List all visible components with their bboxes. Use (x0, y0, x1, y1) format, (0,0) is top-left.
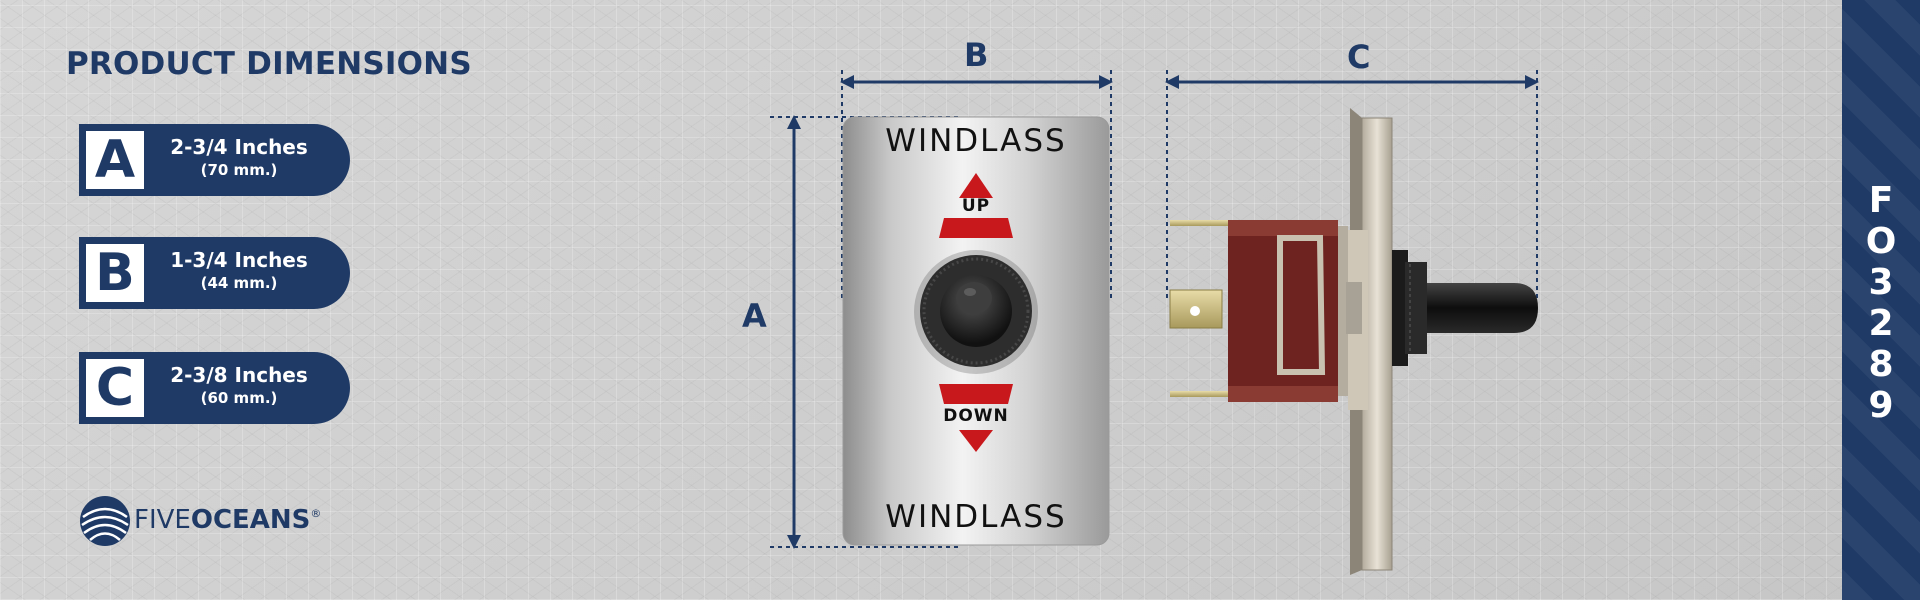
dimension-b-letter: B (83, 241, 147, 305)
dimension-c-letter: C (83, 356, 147, 420)
product-code-char: 9 (1868, 385, 1894, 426)
label-b: B (964, 36, 989, 74)
toggle-knob (914, 250, 1038, 374)
up-arrow-icon (959, 173, 993, 198)
dimension-b-badge: B 1-3/4 Inches (44 mm.) (79, 237, 350, 309)
product-code-char: O (1865, 221, 1897, 262)
dimension-c-line (1165, 70, 1539, 300)
dimension-a-badge: A 2-3/4 Inches (70 mm.) (79, 124, 350, 196)
brand-name: FIVEOCEANS® (134, 505, 321, 535)
dimension-a-mm: (70 mm.) (200, 161, 278, 179)
brand-registered-mark: ® (310, 507, 322, 520)
dimension-c-mm: (60 mm.) (200, 389, 278, 407)
down-bar-icon (939, 384, 1013, 404)
up-bar-icon (939, 218, 1013, 238)
dimension-c-badge: C 2-3/8 Inches (60 mm.) (79, 352, 350, 424)
down-arrow-icon (959, 430, 993, 452)
brand-name-part1: FIVE (134, 505, 191, 535)
plate-up-text: UP (961, 196, 991, 216)
product-diagram (770, 70, 1539, 575)
product-code-char: 2 (1868, 303, 1894, 344)
plate-down-text: DOWN (943, 406, 1009, 426)
brand-name-part2: OCEANS (190, 505, 311, 535)
dimension-b-mm: (44 mm.) (200, 274, 278, 292)
label-a: A (742, 297, 767, 335)
product-code-char: F (1868, 180, 1894, 221)
dimension-b-line (840, 70, 1113, 300)
page-title: PRODUCT DIMENSIONS (66, 46, 472, 82)
product-code-panel: F O 3 2 8 9 (1842, 0, 1920, 600)
label-c: C (1347, 38, 1371, 76)
dimension-a-letter: A (83, 128, 147, 192)
plate-bottom-text: WINDLASS (885, 499, 1067, 535)
dimension-a-inches: 2-3/4 Inches (170, 135, 308, 159)
switch-side-view (1169, 108, 1538, 575)
waves-globe-icon (80, 496, 130, 546)
plate-top-text: WINDLASS (885, 123, 1067, 159)
dimension-c-inches: 2-3/8 Inches (170, 363, 308, 387)
product-code: F O 3 2 8 9 (1842, 180, 1920, 426)
switch-plate-front (842, 116, 1110, 546)
product-code-char: 8 (1868, 344, 1894, 385)
dimension-a-line (770, 115, 960, 549)
dimension-b-inches: 1-3/4 Inches (170, 248, 308, 272)
product-code-char: 3 (1868, 262, 1894, 303)
